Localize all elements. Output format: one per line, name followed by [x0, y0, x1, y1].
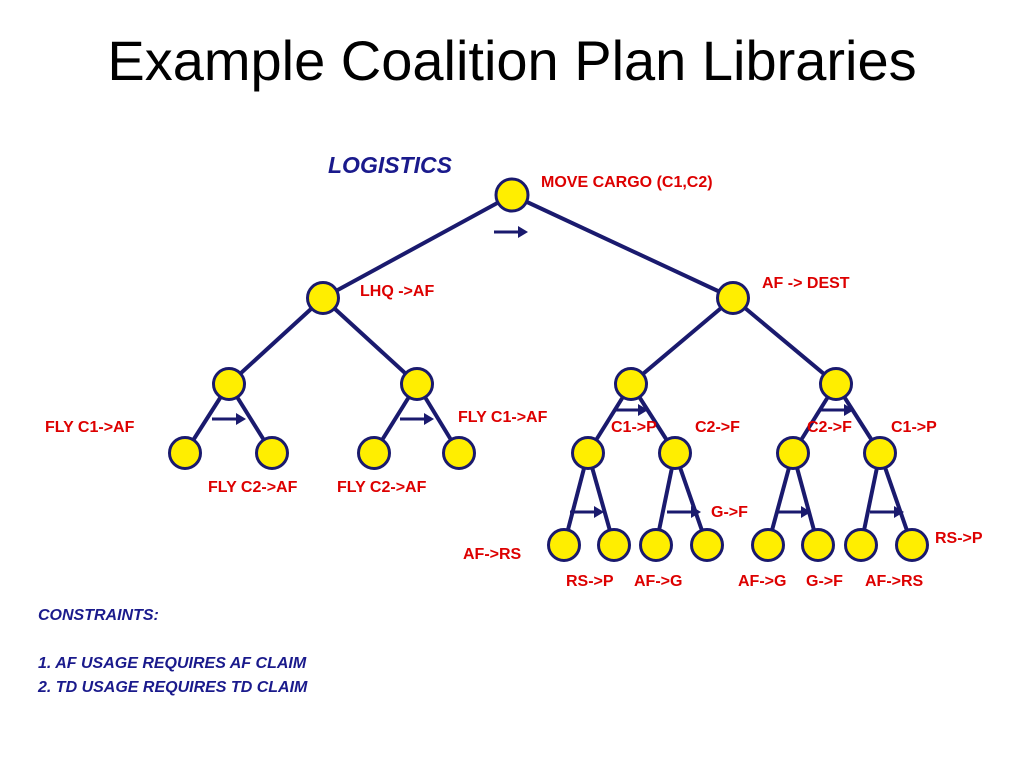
tree-node-b1 [547, 528, 581, 562]
label-fly-c2-af-b: FLY C2->AF [337, 479, 427, 496]
tree-node-r2a [776, 436, 810, 470]
tree-node-r1a [571, 436, 605, 470]
tree-node-b4 [690, 528, 724, 562]
tree-node-l1 [212, 367, 246, 401]
tree-node-b6 [801, 528, 835, 562]
edge-afd-r2 [731, 296, 838, 386]
constraints-block: CONSTRAINTS: 1. AF USAGE REQUIRES AF CLA… [38, 604, 307, 700]
label-rs-p-upper: RS->P [935, 530, 983, 547]
tree-node-b3 [639, 528, 673, 562]
tree-node-r1b [658, 436, 692, 470]
constraints-heading: CONSTRAINTS: [38, 607, 159, 624]
tree-node-r2 [819, 367, 853, 401]
tree-node-l1a [168, 436, 202, 470]
ordering-arrow-icon [667, 506, 701, 518]
ordering-arrow-icon [614, 404, 648, 416]
tree-node-b2 [597, 528, 631, 562]
constraints-spacer [38, 628, 307, 652]
tree-node-r2b [863, 436, 897, 470]
label-g-f-upper: G->F [711, 504, 748, 521]
ordering-arrow-icon [494, 226, 528, 238]
label-g-f-bottom: G->F [806, 573, 843, 590]
tree-node-l1b [255, 436, 289, 470]
edge-lhq-l1 [227, 296, 325, 386]
constraint-item-1: 1. AF USAGE REQUIRES AF CLAIM [38, 655, 307, 672]
label-c2-f-a: C2->F [695, 419, 740, 436]
tree-node-r1 [614, 367, 648, 401]
ordering-arrow-icon [870, 506, 904, 518]
tree-node-afd [716, 281, 750, 315]
tree-node-b5 [751, 528, 785, 562]
label-fly-c1-af-left: FLY C1->AF [45, 419, 135, 436]
label-move-cargo: MOVE CARGO (C1,C2) [541, 174, 713, 191]
tree-node-l2 [400, 367, 434, 401]
ordering-arrows [212, 226, 904, 518]
tree-nodes [168, 177, 929, 562]
edge-root-afd [511, 193, 734, 300]
tree-node-root [494, 177, 530, 213]
label-af-rs-left: AF->RS [463, 546, 522, 563]
label-c1-p-a: C1->P [611, 419, 657, 436]
label-fly-c1-af-right: FLY C1->AF [458, 409, 548, 426]
ordering-arrow-icon [212, 413, 246, 425]
ordering-arrow-icon [570, 506, 604, 518]
edge-lhq-l2 [321, 296, 419, 386]
constraint-item-2: 2. TD USAGE REQUIRES TD CLAIM [38, 679, 308, 696]
tree-node-b7 [844, 528, 878, 562]
label-af-rs-bottom: AF->RS [865, 573, 924, 590]
slide-title: Example Coalition Plan Libraries [107, 29, 917, 92]
edge-afd-r1 [629, 296, 735, 386]
label-fly-c2-af-a: FLY C2->AF [208, 479, 298, 496]
ordering-arrow-icon [777, 506, 811, 518]
tree-node-l2a [357, 436, 391, 470]
tree-node-b8 [895, 528, 929, 562]
label-rs-p-bottom: RS->P [566, 573, 614, 590]
label-af-g-b: AF->G [738, 573, 787, 590]
ordering-arrow-icon [820, 404, 854, 416]
ordering-arrow-icon [400, 413, 434, 425]
edge-root-lhq [322, 193, 513, 300]
tree-node-l2b [442, 436, 476, 470]
label-lhq-af: LHQ ->AF [360, 283, 435, 300]
label-af-dest: AF -> DEST [762, 275, 850, 292]
label-c2-f-b: C2->F [807, 419, 852, 436]
label-af-g-a: AF->G [634, 573, 683, 590]
tree-node-lhq [306, 281, 340, 315]
section-label-logistics: LOGISTICS [328, 152, 452, 178]
label-c1-p-b: C1->P [891, 419, 937, 436]
